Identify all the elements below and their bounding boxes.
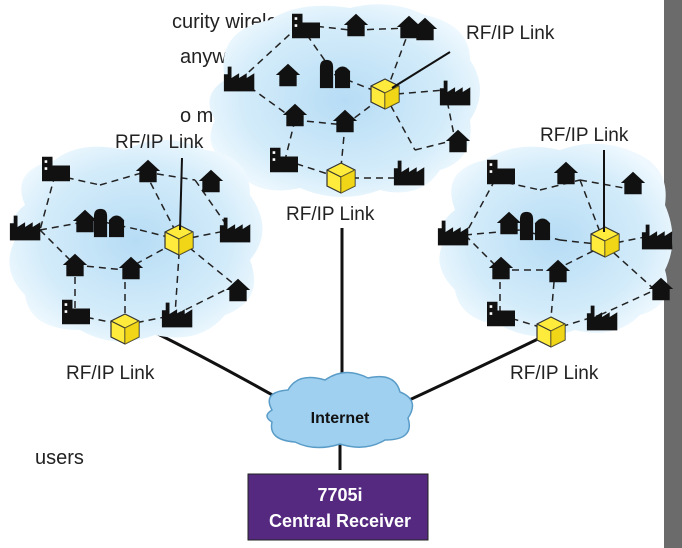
receiver-name: Central Receiver — [269, 511, 411, 531]
receiver-model: 7705i — [317, 485, 362, 505]
network-cloud-left — [9, 140, 263, 345]
network-cloud-right — [437, 143, 674, 348]
central-receiver-box: 7705i Central Receiver — [247, 473, 429, 541]
rf-link-box-icon — [326, 162, 356, 194]
rf-link-label-left-top: RF/IP Link — [115, 132, 204, 153]
rf-link-box-icon — [110, 313, 140, 345]
text-fragment-5: users — [35, 447, 84, 469]
internet-cloud: Internet — [266, 371, 414, 449]
rf-link-box-icon — [536, 316, 566, 348]
internet-label: Internet — [311, 410, 370, 427]
rf-link-label-right-top: RF/IP Link — [540, 125, 629, 146]
network-cloud-top — [209, 4, 480, 198]
right-sidebar-bar — [664, 0, 682, 548]
rf-link-box-icon — [164, 224, 194, 256]
rf-link-label-right-bottom: RF/IP Link — [510, 363, 599, 384]
line-left-to-internet — [149, 328, 291, 407]
rf-link-label-top-bottom: RF/IP Link — [286, 204, 375, 225]
rf-link-label-top: RF/IP Link — [466, 23, 555, 44]
rf-link-label-left-bottom: RF/IP Link — [66, 363, 155, 384]
rf-link-box-icon — [370, 78, 400, 110]
